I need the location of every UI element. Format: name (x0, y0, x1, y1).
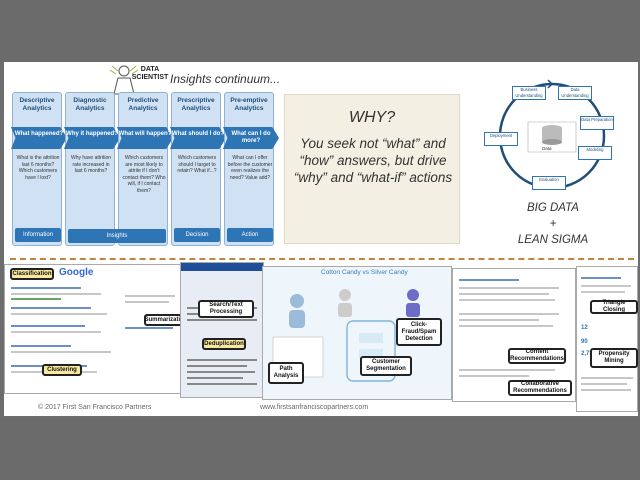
crisp-dm-cycle: Business Understanding Data Understandin… (478, 74, 626, 214)
column-predictive: Predictive Analytics What will happen? W… (117, 92, 173, 246)
column-body: What can I offer before the customer eve… (227, 155, 273, 181)
column-body: Why have attrition rate increased in las… (70, 155, 112, 174)
callout-path-analysis: Path Analysis (268, 362, 304, 384)
why-title: WHY? (348, 109, 396, 126)
callout-triangle-closing: Triangle Closing (590, 300, 638, 314)
footer-information: Information (15, 228, 61, 242)
column-prescriptive: Prescriptive Analytics What should I do?… (170, 92, 226, 246)
plus-label: + (549, 218, 557, 230)
column-preemptive: Pre-emptive Analytics What can I do more… (223, 92, 279, 246)
data-scientist-logo: DATA SCIENTIST (131, 66, 169, 81)
callout-summarization: Summarization (144, 314, 188, 326)
callout-deduplication: Deduplication (202, 338, 246, 350)
callout-collaborative-recommendations: Collaborative Recommendations (508, 380, 572, 396)
slide: DATA SCIENTIST Insights continuum... Des… (4, 62, 638, 416)
why-callout-box: WHY? You seek not “what” and “how” answe… (284, 94, 460, 244)
search-results-screenshot: Google (4, 264, 182, 394)
column-heading: Prescriptive Analytics (177, 97, 215, 112)
footer-action: Action (227, 228, 273, 242)
column-descriptive: Descriptive Analytics What happened? Wha… (11, 92, 67, 246)
cycle-center-label: Data (542, 146, 552, 151)
column-heading: Predictive Analytics (127, 97, 159, 112)
column-ribbon: What will happen? (117, 127, 173, 149)
google-logo: Google (59, 267, 94, 278)
cycle-node: Evaluation (532, 176, 566, 190)
callout-customer-segmentation: Customer Segmentation (360, 356, 412, 376)
why-text: You seek not “what” and “how” answers, b… (293, 136, 453, 185)
cycle-node: Data Understanding (558, 86, 592, 100)
callout-classification: Classification (10, 268, 54, 280)
top-frame-bar (0, 0, 640, 62)
copyright-text: © 2017 First San Francisco Partners (38, 404, 152, 411)
section-divider (10, 258, 634, 260)
callout-search-text-processing: Search/Text Processing (198, 300, 254, 318)
column-heading: Diagnostic Analytics (73, 97, 107, 112)
column-diagnostic: Diagnostic Analytics Why it happened? Wh… (64, 92, 120, 246)
recommendations-screenshot (452, 268, 576, 402)
big-data-label: BIG DATA (527, 202, 579, 214)
cycle-node: Business Understanding (512, 86, 546, 100)
column-body: Which customers should I target to retai… (177, 155, 217, 174)
column-ribbon: Why it happened? (64, 127, 120, 149)
column-body: Which customers are most likely to attri… (122, 155, 166, 194)
big-data-lean-sigma: BIG DATA + LEAN SIGMA (478, 200, 628, 248)
column-ribbon: What can I do more? (223, 127, 279, 149)
cycle-node: Modeling (578, 146, 612, 160)
column-body: What is the attrition last 6 months? Whi… (16, 155, 60, 181)
bottom-frame-bar (0, 418, 640, 480)
cycle-node: Deployment (484, 132, 518, 146)
column-ribbon: What happened? (11, 127, 67, 149)
website-link[interactable]: www.firstsanfranciscopartners.com (260, 404, 369, 411)
social-network-screenshot: 12 90 2,736 (576, 266, 638, 412)
cycle-node: Data Preparation (580, 116, 614, 130)
callout-propensity-mining: Propensity Mining (590, 348, 638, 368)
text-processing-screenshot (180, 262, 264, 398)
insights-continuum-title: Insights continuum... (170, 72, 281, 86)
footer-insights: Insights (68, 229, 166, 243)
callout-click-fraud: Click-Fraud/Spam Detection (396, 318, 442, 346)
segmentation-title: Cotton Candy vs Silver Candy (321, 269, 408, 276)
footer-decision: Decision (174, 228, 220, 242)
column-heading: Pre-emptive Analytics (230, 97, 268, 112)
column-heading: Descriptive Analytics (19, 97, 55, 112)
column-ribbon: What should I do? (170, 127, 226, 149)
lean-sigma-label: LEAN SIGMA (517, 234, 589, 246)
callout-content-recommendations: Content Recommendations (508, 348, 566, 364)
insights-continuum: Descriptive Analytics What happened? Wha… (11, 92, 279, 246)
callout-clustering: Clustering (42, 364, 82, 376)
